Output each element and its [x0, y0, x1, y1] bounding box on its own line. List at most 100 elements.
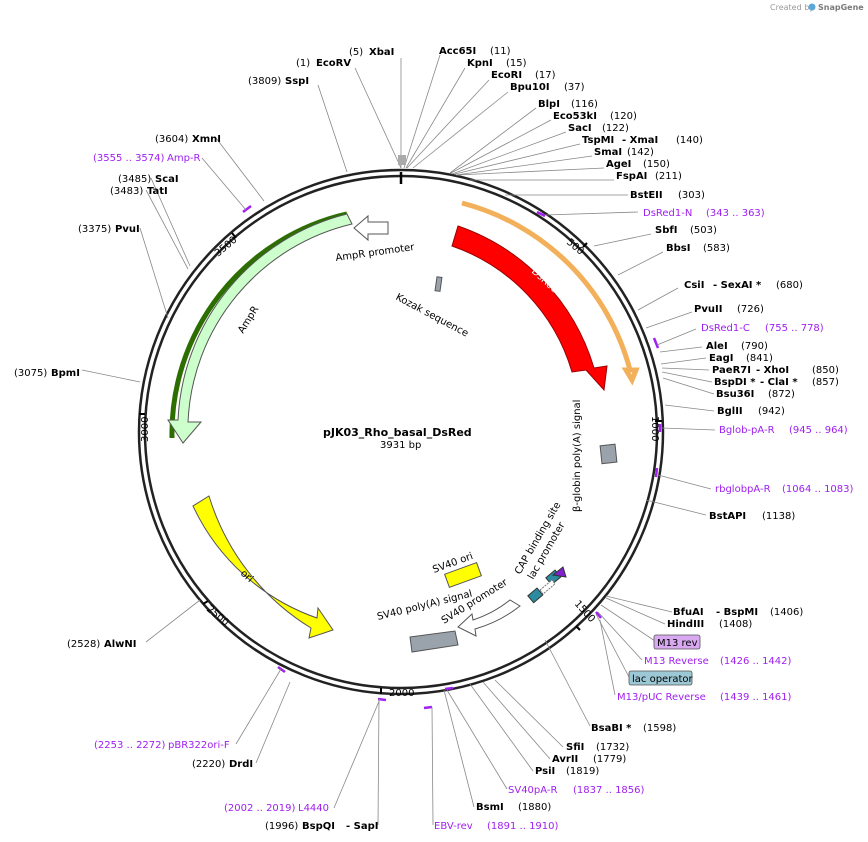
- site-ecorv[interactable]: (1)EcoRV: [296, 58, 351, 69]
- primer-range: (945 .. 964): [789, 425, 848, 436]
- site-scai[interactable]: (3485)ScaI: [118, 174, 179, 185]
- sv40-promoter-arrow[interactable]: [457, 599, 521, 637]
- site-name: BpmI: [51, 368, 80, 379]
- site-eagi[interactable]: EagI(841): [709, 353, 773, 364]
- site-name: SbfI: [655, 225, 677, 236]
- site-name: BspDI *: [714, 377, 756, 388]
- site-alei[interactable]: AleI(790): [706, 341, 768, 352]
- site-bsteii[interactable]: BstEII(303): [630, 190, 705, 201]
- site-xbai[interactable]: (5) XbaI: [349, 47, 394, 58]
- site-bstapi[interactable]: BstAPI(1138): [709, 511, 795, 522]
- site-pos: (140): [676, 135, 703, 146]
- site-fspai[interactable]: FspAI(211): [616, 171, 682, 182]
- site-psii[interactable]: PsiI(1819): [535, 766, 599, 777]
- primer-m13reverse[interactable]: M13 Reverse(1426 .. 1442): [644, 656, 792, 667]
- beta-globin-box[interactable]: [599, 443, 618, 465]
- primer-name: L4440: [298, 803, 329, 814]
- primer-m13puc[interactable]: M13/pUC Reverse(1439 .. 1461): [617, 692, 792, 703]
- primer-rbglobpar[interactable]: rbglobpA-R(1064 .. 1083): [715, 484, 854, 495]
- site-csii[interactable]: CsiI- SexAI *(680): [684, 280, 803, 291]
- site-tati[interactable]: (3483)TatI: [110, 186, 168, 197]
- site-name-2: - SapI: [346, 821, 378, 832]
- site-pvuii[interactable]: PvuII (726): [694, 304, 764, 315]
- site-bsu36i[interactable]: Bsu36I(872): [716, 389, 795, 400]
- site-bfuai[interactable]: BfuAI- BspMI(1406): [673, 607, 803, 618]
- site-name-2: - XmaI: [622, 135, 658, 146]
- site-drdi[interactable]: (2220)DrdI: [192, 759, 253, 770]
- site-bspqi[interactable]: (1996)BspQI- SapI: [265, 821, 378, 832]
- site-sfii[interactable]: SfiI(1732): [566, 742, 629, 753]
- site-name: BfuAI: [673, 607, 704, 618]
- site-eco53ki[interactable]: Eco53kI(120): [553, 111, 637, 122]
- site-tspmi[interactable]: TspMI- XmaI(140): [582, 135, 703, 146]
- lac-operator-arrow[interactable]: [539, 579, 556, 595]
- site-name: DrdI: [229, 759, 253, 770]
- site-paer7i[interactable]: PaeR7I- XhoI(850): [712, 365, 839, 376]
- site-name: PvuII: [694, 304, 722, 315]
- lac-operator-tag[interactable]: lac operator: [628, 670, 693, 686]
- primer-bglobpar[interactable]: Bglob-pA-R(945 .. 964): [719, 425, 848, 436]
- site-bpmi[interactable]: (3075)BpmI: [14, 368, 80, 379]
- site-bspdi[interactable]: BspDI *- ClaI *(857): [714, 377, 839, 388]
- primer-name: lac operator: [632, 674, 693, 685]
- primer-dsred1c[interactable]: DsRed1-C(755 .. 778): [701, 323, 824, 334]
- site-xmni[interactable]: (3604)XmnI: [155, 134, 221, 145]
- site-pvui[interactable]: (3375)PvuI: [78, 224, 140, 235]
- site-name: TatI: [147, 186, 168, 197]
- site-name: AlwNI: [104, 639, 137, 650]
- site-hindiii[interactable]: HindIII(1408): [667, 619, 752, 630]
- site-acc65i[interactable]: Acc65I(11): [439, 46, 511, 57]
- site-saci[interactable]: SacI(122): [568, 123, 629, 134]
- site-name: SspI: [285, 76, 309, 87]
- primer-m13rev[interactable]: M13 rev: [653, 634, 701, 650]
- site-ecori[interactable]: EcoRI(17): [491, 70, 556, 81]
- tick-label-500: 500: [564, 237, 586, 258]
- primer-ampr[interactable]: (3555 .. 3574)Amp-R: [93, 153, 201, 164]
- dsred2-arrow[interactable]: [451, 225, 608, 392]
- site-name: Bpu10I: [510, 82, 550, 93]
- site-pos: (211): [655, 171, 682, 182]
- site-name: SmaI: [594, 147, 622, 158]
- site-pos: (1996): [265, 821, 298, 832]
- lac-promoter-box[interactable]: [527, 587, 544, 604]
- primer-marks: [242, 205, 662, 710]
- primer-dsred1n[interactable]: DsRed1-N(343 .. 363): [643, 208, 765, 219]
- site-bbsi[interactable]: BbsI(583): [666, 243, 730, 254]
- ampr-promoter-arrow[interactable]: [353, 214, 389, 242]
- primer-range: (2253 .. 2272): [94, 740, 166, 751]
- site-bsabi[interactable]: BsaBI *(1598): [591, 723, 676, 734]
- site-bglii[interactable]: BglII(942): [717, 406, 785, 417]
- m13-marker[interactable]: [551, 566, 567, 578]
- site-pos: (11): [490, 46, 511, 57]
- site-sbfi[interactable]: SbfI(503): [655, 225, 717, 236]
- site-sspi[interactable]: (3809)SspI: [248, 76, 309, 87]
- primer-range: (1837 .. 1856): [573, 785, 645, 796]
- site-pos: (583): [703, 243, 730, 254]
- site-blpi[interactable]: BlpI(116): [538, 99, 598, 110]
- ampr-arrow[interactable]: [167, 213, 353, 444]
- site-agei[interactable]: AgeI(150): [606, 159, 670, 170]
- tick-label-1000: 1000: [649, 416, 660, 441]
- site-avrii[interactable]: AvrII(1779): [552, 754, 626, 765]
- site-pos: (942): [758, 406, 785, 417]
- site-bsmi[interactable]: BsmI(1880): [476, 802, 551, 813]
- dsred2-outline: [461, 200, 640, 386]
- site-name: XbaI: [369, 47, 394, 58]
- sv40-ori-box[interactable]: [443, 561, 483, 589]
- primer-ebvrev[interactable]: EBV-rev(1891 .. 1910): [434, 821, 559, 832]
- site-bpu10i[interactable]: Bpu10I(37): [510, 82, 585, 93]
- snapgene-logo: SnapGene: [808, 3, 864, 12]
- sv40-polya-box[interactable]: [409, 630, 459, 653]
- site-pos: (726): [737, 304, 764, 315]
- primer-range: (1439 .. 1461): [720, 692, 792, 703]
- site-smai[interactable]: SmaI(142): [594, 147, 654, 158]
- primer-sv40par[interactable]: SV40pA-R(1837 .. 1856): [508, 785, 645, 796]
- site-pos: (5): [349, 47, 363, 58]
- primer-pbr322[interactable]: (2253 .. 2272)pBR322ori-F: [94, 740, 230, 751]
- primer-l4440[interactable]: (2002 .. 2019)L4440: [224, 803, 329, 814]
- ori-arrow[interactable]: [192, 495, 334, 639]
- site-kpni[interactable]: KpnI(15): [467, 58, 527, 69]
- site-alwni[interactable]: (2528)AlwNI: [67, 639, 137, 650]
- site-name: CsiI: [684, 280, 704, 291]
